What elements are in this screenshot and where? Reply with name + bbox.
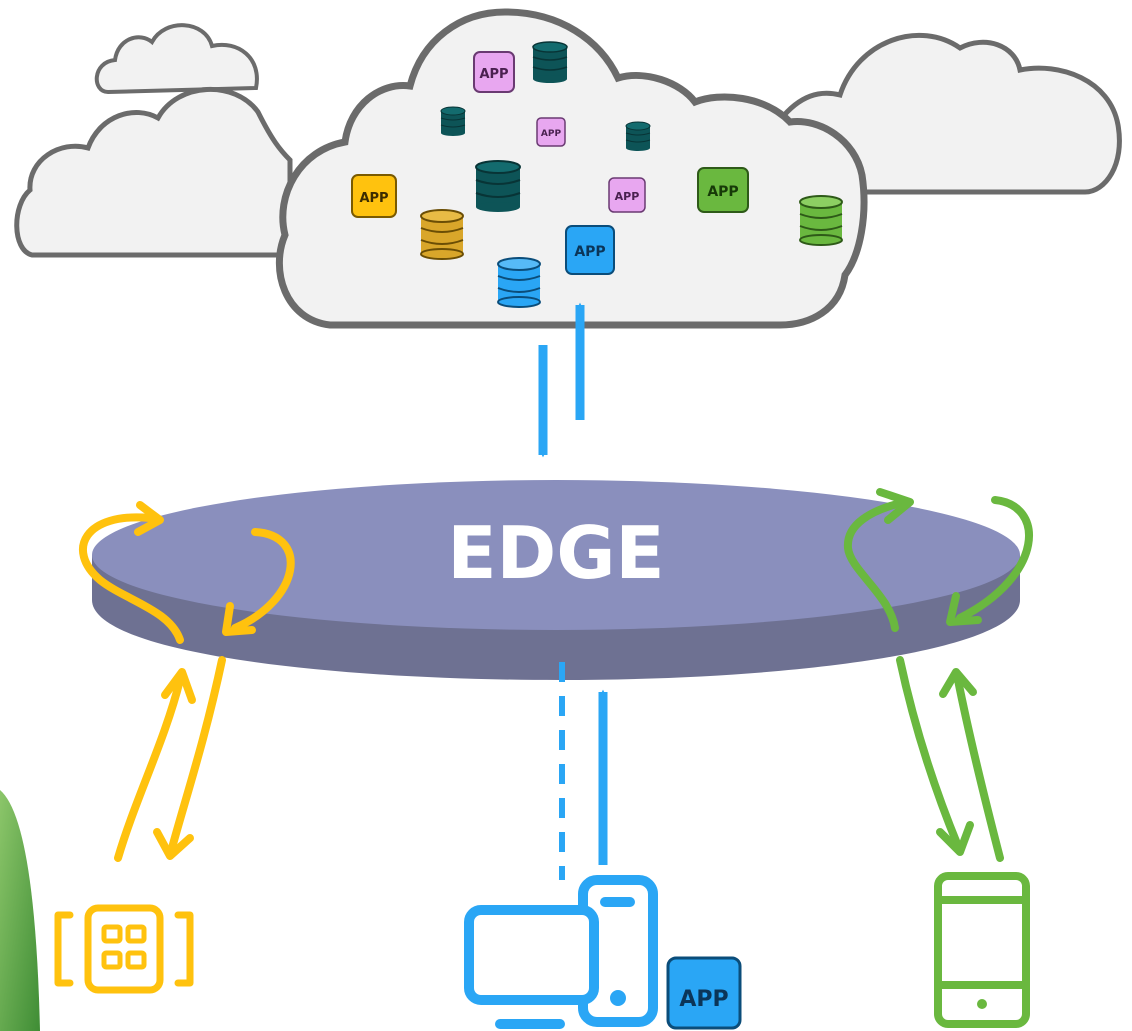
svg-text:APP: APP — [479, 67, 508, 82]
smartphone-edge-arrows — [896, 656, 1004, 862]
database-icon — [799, 195, 843, 246]
app-badge: APP — [473, 51, 515, 93]
desktop-mobile-icon — [464, 875, 658, 1029]
main-cloud — [275, 8, 868, 329]
database-icon — [475, 160, 521, 212]
database-icon — [532, 41, 568, 83]
app-badge: APP — [697, 167, 749, 213]
background-cloud-left — [14, 87, 293, 258]
smartphone-icon — [934, 872, 1030, 1028]
iot-edge-arrows — [114, 656, 226, 862]
svg-text:APP: APP — [615, 190, 640, 203]
background-cloud-small — [94, 23, 259, 95]
background-cloud-right — [777, 32, 1122, 195]
cloud-edge-arrows — [538, 302, 585, 458]
app-badge: APP — [536, 117, 566, 147]
svg-text:APP: APP — [541, 129, 562, 139]
app-badge: APP — [351, 174, 397, 218]
svg-text:APP: APP — [707, 184, 738, 200]
app-badge: APP — [565, 225, 615, 275]
edge-platform: EDGE — [92, 480, 1020, 680]
iot-device-icon — [54, 904, 194, 994]
database-icon — [625, 121, 651, 151]
database-icon — [497, 257, 541, 308]
desktop-edge-arrows — [559, 662, 608, 880]
svg-text:APP: APP — [679, 987, 728, 1012]
background-leaf — [0, 790, 40, 1031]
edge-label: EDGE — [447, 511, 664, 595]
svg-text:APP: APP — [359, 191, 388, 206]
database-icon — [440, 106, 466, 136]
app-badge: APP — [666, 956, 742, 1030]
yellow-edge-loop — [79, 501, 295, 644]
database-icon — [420, 209, 464, 260]
svg-text:APP: APP — [574, 244, 605, 260]
green-edge-loop — [843, 488, 1033, 632]
app-badge: APP — [608, 177, 646, 213]
